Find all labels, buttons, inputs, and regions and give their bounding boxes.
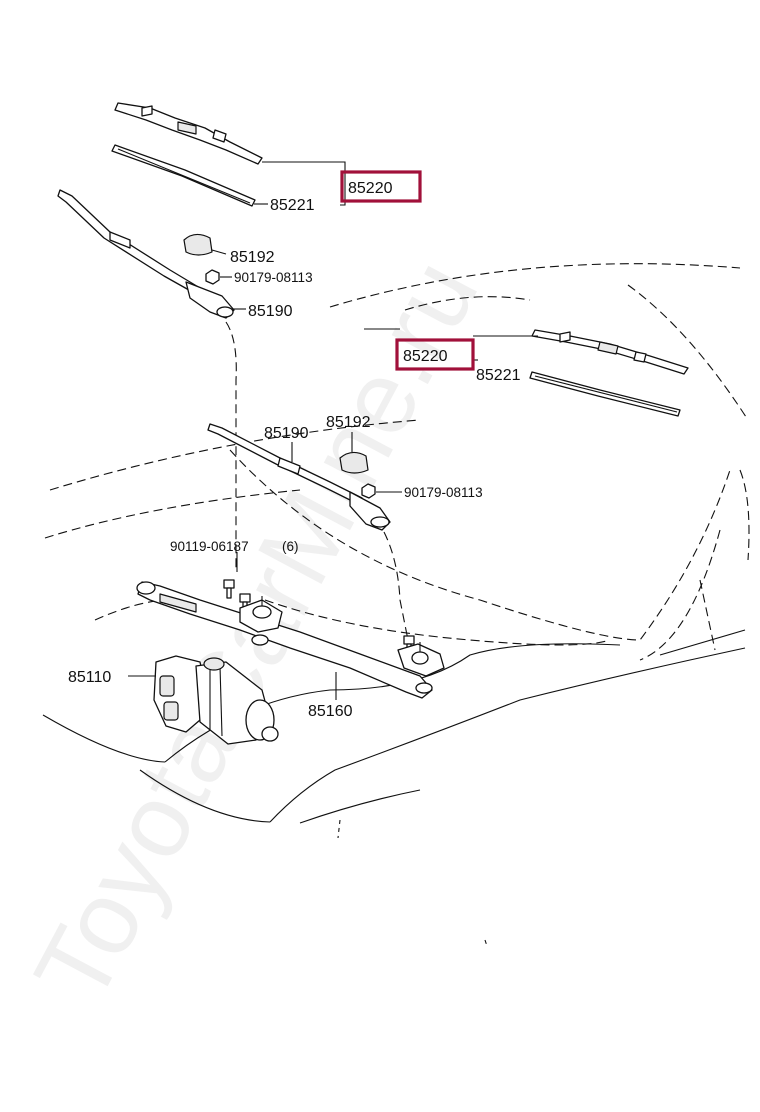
label-link[interactable]: 85160: [308, 703, 353, 720]
label-nut-lower[interactable]: 90179-08113: [404, 485, 483, 500]
label-blade-right[interactable]: 85220: [403, 348, 448, 365]
highlight-box-right: [395, 338, 475, 371]
label-refill-right[interactable]: 85221: [476, 367, 521, 384]
label-arm-lower[interactable]: 85190: [264, 425, 309, 442]
wiper-arm-upper: [57, 189, 235, 319]
label-refill-upper[interactable]: 85221: [270, 197, 315, 214]
wiper-blade-right: [531, 329, 689, 375]
pivot-cap-upper: [183, 233, 213, 256]
nut-lower: [361, 483, 376, 499]
part-labels: 85220 85221 85192 90179-08113 85190 8522…: [68, 180, 521, 720]
highlight-box-upper: [340, 170, 422, 203]
wiper-blade-upper: [114, 102, 263, 165]
label-cap-lower[interactable]: 85192: [326, 414, 371, 431]
wiper-arm-lower: [207, 423, 391, 531]
wiper-refill-right: [529, 371, 681, 417]
wiper-refill-upper: [111, 144, 256, 207]
pivot-cap-lower: [339, 451, 369, 474]
wiper-motor: [153, 655, 279, 745]
label-bolt[interactable]: 90119-06187: [170, 539, 249, 554]
label-motor[interactable]: 85110: [68, 669, 111, 686]
label-nut-upper[interactable]: 90179-08113: [234, 270, 313, 285]
label-bolt-qty: (6): [282, 539, 299, 554]
label-blade-upper[interactable]: 85220: [348, 180, 393, 197]
wiper-linkage: [136, 581, 445, 699]
nut-upper: [205, 269, 220, 285]
label-arm-upper[interactable]: 85190: [248, 303, 293, 320]
label-cap-upper[interactable]: 85192: [230, 249, 275, 266]
